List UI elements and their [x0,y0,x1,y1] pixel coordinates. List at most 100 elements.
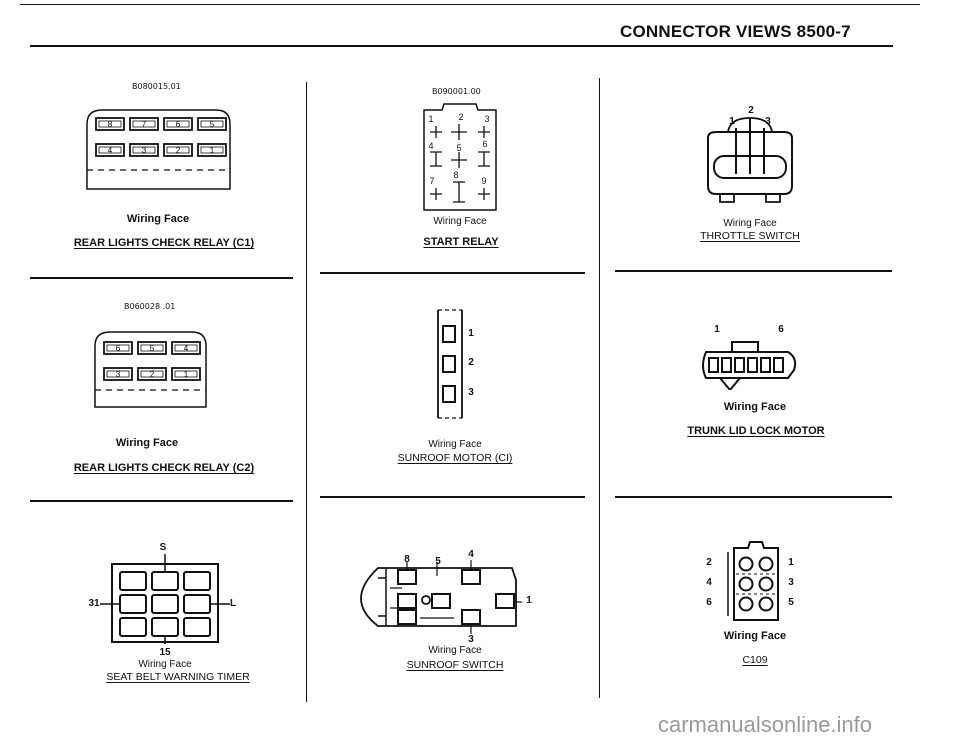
rear-c2-pin-inner [106,344,130,352]
rear-c1-pin-cell [163,143,193,157]
rear-c2-title: REAR LIGHTS CHECK RELAY (C2) [73,462,255,474]
throttle-switch-connector [707,117,793,203]
start-relay-title: START RELAY [423,236,499,248]
sunroof-motor-caption: Wiring Face [428,439,482,450]
start-relay-pin-7: 7 [429,176,435,186]
rear-c1-pin-cell [95,117,125,131]
throttle-caption: Wiring Face [723,218,777,229]
sunroof-motor-pin-1: 1 [468,328,474,339]
start-relay-pin-6: 6 [482,139,488,149]
rear-c2-pin-cell [137,367,167,381]
seat-belt-pin-31: 31 [88,598,100,609]
c109-pin-6: 6 [706,597,712,608]
column-divider-left [306,82,307,702]
rear-c1-pin-cell [129,143,159,157]
start-relay-pin-4: 4 [428,141,434,151]
sunroof-motor-pin-3: 3 [468,387,474,398]
rear-c2-pin-inner [140,344,164,352]
rear-c1-pin-inner [200,120,224,128]
sunroof-switch-pin-3: 3 [468,634,474,645]
rear-c2-pin-cell [137,341,167,355]
sunroof-switch-pin-5: 5 [435,556,441,567]
rear-c2-pin-cell [171,367,201,381]
row-divider-1-col1 [30,277,293,279]
sunroof-motor-pin-2: 2 [468,357,474,368]
rear-c1-pin-number: 2 [176,146,181,155]
rear-c1-pin-cell [197,117,227,131]
rear-c2-pin-inner [174,370,198,378]
rear-c2-code: B060028 .01 [124,302,176,311]
c109-pin-3: 3 [788,577,794,588]
start-relay-pin-5: 5 [456,143,462,153]
trunk-caption: Wiring Face [723,401,787,413]
rear-c1-pin-number: 8 [108,120,113,129]
rear-c2-pin-number: 6 [116,344,121,353]
rear-c2-pin-inner [140,370,164,378]
rear-c1-pin-cell [95,143,125,157]
rear-c2-pin-inner [106,370,130,378]
start-relay-pin-2: 2 [458,112,464,122]
seat-belt-pin-l: L [229,598,237,609]
rear-c1-pin-number: 4 [108,146,113,155]
start-relay-caption: Wiring Face [433,216,487,227]
rear-c1-title: REAR LIGHTS CHECK RELAY (C1) [73,237,255,249]
sunroof-switch-title: SUNROOF SWITCH [406,659,504,671]
rear-c1-pin-inner [98,120,122,128]
header-underline [30,45,893,47]
row-divider-1-col2 [320,272,585,274]
sunroof-motor-title: SUNROOF MOTOR (CI) [397,452,513,464]
sunroof-switch-pin-4: 4 [468,549,474,560]
watermark-text: carmanualsonline.info [658,712,873,737]
rear-c1-pin-cell [129,117,159,131]
rear-c1-pin-cell [197,143,227,157]
seat-belt-connector [100,554,230,644]
rear-c2-pin-cell [103,341,133,355]
c109-pin-5: 5 [788,597,794,608]
start-relay-pin-9: 9 [481,176,487,186]
column-divider-right [599,78,600,698]
start-relay-connector [423,103,497,211]
sunroof-motor-connector [437,309,463,419]
start-relay-pin-3: 3 [484,114,490,124]
rear-c1-pin-inner [166,120,190,128]
start-relay-pin-1: 1 [428,114,434,124]
rear-c1-pin-inner [166,146,190,154]
trunk-title: TRUNK LID LOCK MOTOR [687,425,825,437]
page-header-title: CONNECTOR VIEWS 8500-7 [620,22,851,41]
trunk-lid-connector [702,341,797,390]
rear-c2-caption: Wiring Face [115,437,179,449]
rear-c1-pin-number: 6 [176,120,181,129]
sunroof-switch-connector [360,560,522,634]
c109-connector [727,541,779,621]
rear-c1-caption: Wiring Face [126,213,190,225]
throttle-title: THROTTLE SWITCH [700,230,800,242]
throttle-pin-2: 2 [748,105,754,116]
start-relay-pin-8: 8 [453,170,459,180]
c109-pin-1: 1 [788,557,794,568]
c109-title: C109 [742,654,768,666]
rear-c2-pin-cell [171,341,201,355]
rear-c1-pin-number: 5 [210,120,215,129]
c109-caption: Wiring Face [723,630,787,642]
rear-c1-pin-inner [132,120,156,128]
trunk-pin-6: 6 [778,324,784,335]
row-divider-1-col3 [615,270,892,272]
rear-c2-pin-number: 3 [116,370,121,379]
throttle-pin-1: 1 [729,116,735,127]
rear-c1-pin-number: 3 [142,146,147,155]
start-relay-code: B090001.00 [432,87,481,96]
row-divider-2-col2 [320,496,585,498]
rear-c2-pin-number: 2 [150,370,155,379]
rear-c1-pin-number: 1 [210,146,215,155]
top-border-line [20,4,920,5]
rear-c2-pin-number: 1 [184,370,189,379]
rear-c1-pin-inner [98,146,122,154]
rear-c2-pin-cell [103,367,133,381]
rear-c1-pin-inner [132,146,156,154]
seat-belt-title: SEAT BELT WARNING TIMER [106,671,250,683]
c109-pin-4: 4 [706,577,712,588]
rear-c2-pin-inner [174,344,198,352]
row-divider-2-col3 [615,496,892,498]
